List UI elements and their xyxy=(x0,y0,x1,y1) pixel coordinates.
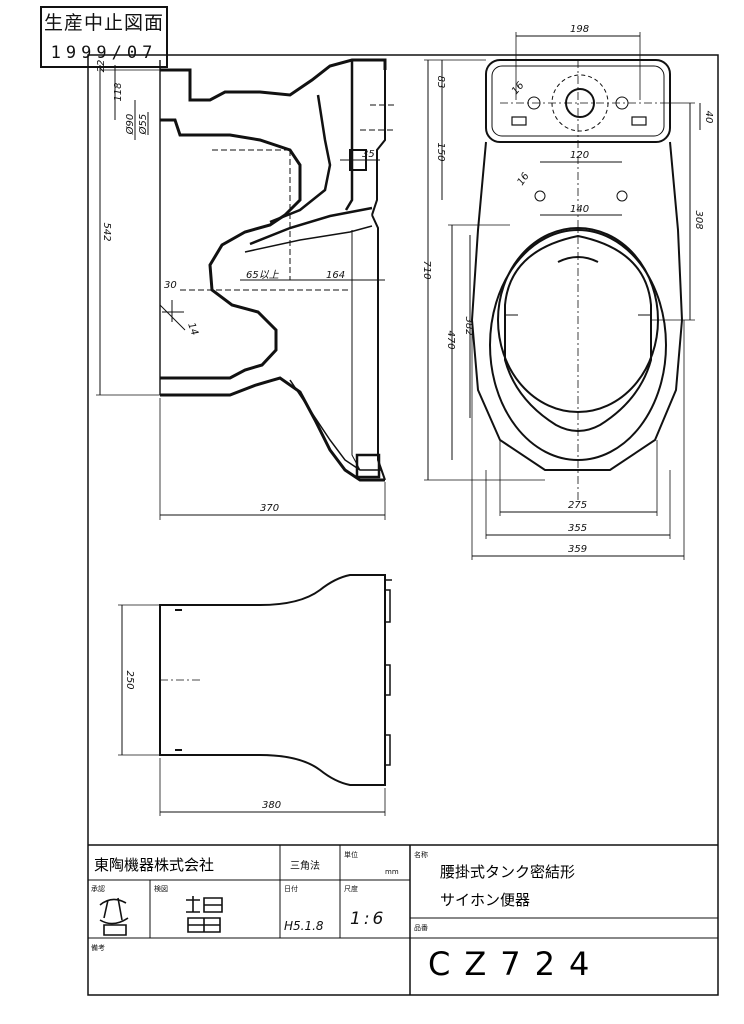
dim-35: 35 xyxy=(362,149,375,160)
approved-label: 承認 xyxy=(91,884,105,893)
projection-method: 三角法 xyxy=(290,859,320,872)
date-label: 日付 xyxy=(284,884,298,893)
notes-label: 備考 xyxy=(91,943,105,952)
dim-150: 150 xyxy=(435,142,446,161)
dim-380: 380 xyxy=(262,800,281,811)
drawing-frame xyxy=(87,54,719,996)
dim-65-min: 65以上 xyxy=(246,269,280,281)
dim-120: 120 xyxy=(570,150,589,161)
dim-16-bowl: 16 xyxy=(515,171,531,188)
dim-250: 250 xyxy=(124,670,135,689)
dim-14: 14 xyxy=(185,321,200,337)
dim-83: 83 xyxy=(435,76,446,89)
dim-22: 22 xyxy=(96,60,107,73)
front-bottom-view xyxy=(118,574,392,816)
stamp-title: 生産中止図面 xyxy=(43,12,164,34)
stamp-date: 1999/07 xyxy=(50,43,158,63)
unit-value: mm xyxy=(385,868,399,876)
scale-label: 尺度 xyxy=(344,884,358,893)
top-plan-view xyxy=(424,32,701,560)
checked-label: 検図 xyxy=(154,884,168,893)
dim-164: 164 xyxy=(326,270,345,281)
dim-30: 30 xyxy=(164,280,177,291)
product-name-line2: サイホン便器 xyxy=(440,891,530,909)
dim-140: 140 xyxy=(570,204,589,215)
dim-16-tank: 16 xyxy=(510,80,527,97)
dim-55: Ø55 xyxy=(137,114,149,136)
unit-label: 単位 xyxy=(344,850,358,859)
dim-710: 710 xyxy=(421,260,432,279)
dim-470: 470 xyxy=(445,330,456,349)
discontinued-stamp: 生産中止図面 1999/07 xyxy=(40,6,168,68)
dim-90: Ø90 xyxy=(124,114,136,136)
dim-359: 359 xyxy=(568,544,587,555)
company-name: 東陶機器株式会社 xyxy=(94,856,214,874)
dim-198: 198 xyxy=(570,24,589,35)
name-label: 名称 xyxy=(414,850,428,859)
scale-value: 1:6 xyxy=(350,909,386,929)
dim-308: 308 xyxy=(693,210,704,229)
approver-seal xyxy=(99,897,129,936)
dim-542: 542 xyxy=(101,222,112,241)
dim-275: 275 xyxy=(568,500,587,511)
title-block xyxy=(88,844,718,995)
part-no-label: 品番 xyxy=(414,924,428,932)
side-section-view xyxy=(96,58,395,520)
dim-40: 40 xyxy=(703,111,714,124)
dim-118: 118 xyxy=(113,82,124,101)
checker-seal xyxy=(186,896,223,933)
dim-382: 382 xyxy=(463,316,474,335)
date-value: H5.1.8 xyxy=(284,919,324,933)
dim-370: 370 xyxy=(260,503,279,514)
product-name-line1: 腰掛式タンク密結形 xyxy=(440,863,575,881)
dim-355: 355 xyxy=(568,523,587,534)
part-number: CZ724 xyxy=(428,945,603,983)
